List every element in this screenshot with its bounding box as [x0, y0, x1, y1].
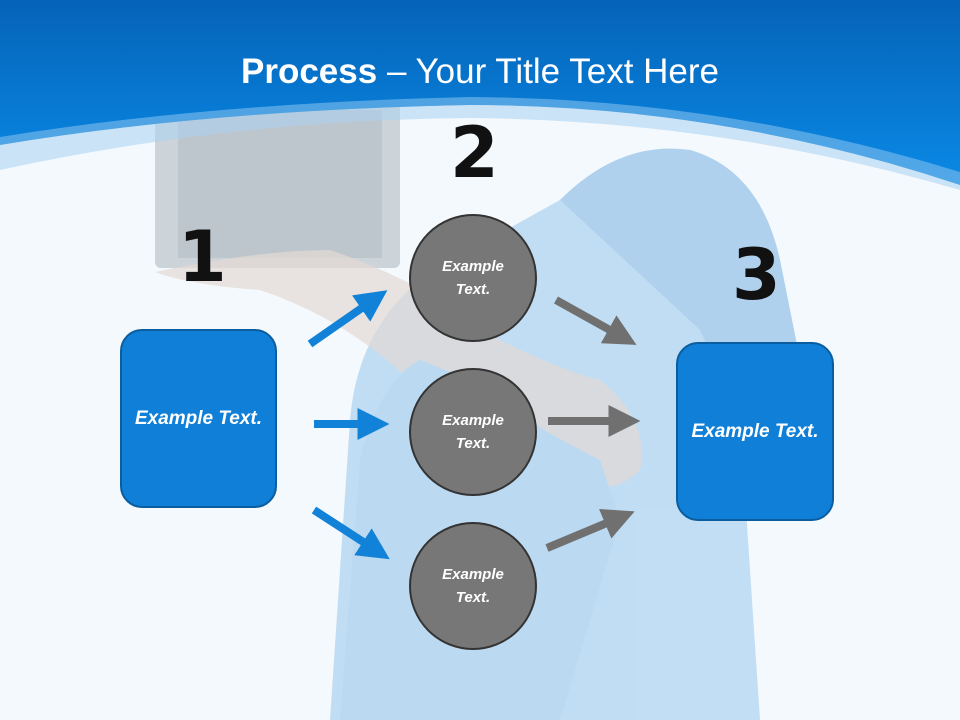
step-3-box: Example Text.	[676, 342, 834, 521]
step-3-label: Example Text.	[691, 421, 819, 442]
step-number-2: 2	[450, 112, 499, 194]
step-2-circle-top: Example Text.	[409, 214, 537, 342]
arrow-down-right-gray-icon	[554, 296, 637, 345]
title-bold: Process	[241, 52, 378, 91]
title-rest: – Your Title Text Here	[377, 52, 719, 91]
step-2-circle-bottom: Example Text.	[409, 522, 537, 650]
arrow-up-right-icon	[307, 290, 388, 348]
step-2-label-middle: Example Text.	[442, 412, 504, 452]
step-number-1: 1	[178, 216, 227, 298]
step-1-box: Example Text.	[120, 329, 277, 508]
step-2-label-top: Example Text.	[442, 258, 504, 298]
step-2-label-bottom: Example Text.	[442, 566, 504, 606]
slide-title: Process – Your Title Text Here	[0, 52, 960, 92]
step-number-3: 3	[732, 234, 781, 316]
arrow-up-right-gray-icon	[545, 508, 635, 552]
step-2-circle-middle: Example Text.	[409, 368, 537, 496]
arrow-down-right-icon	[311, 506, 390, 560]
step-1-label: Example Text.	[134, 408, 263, 429]
